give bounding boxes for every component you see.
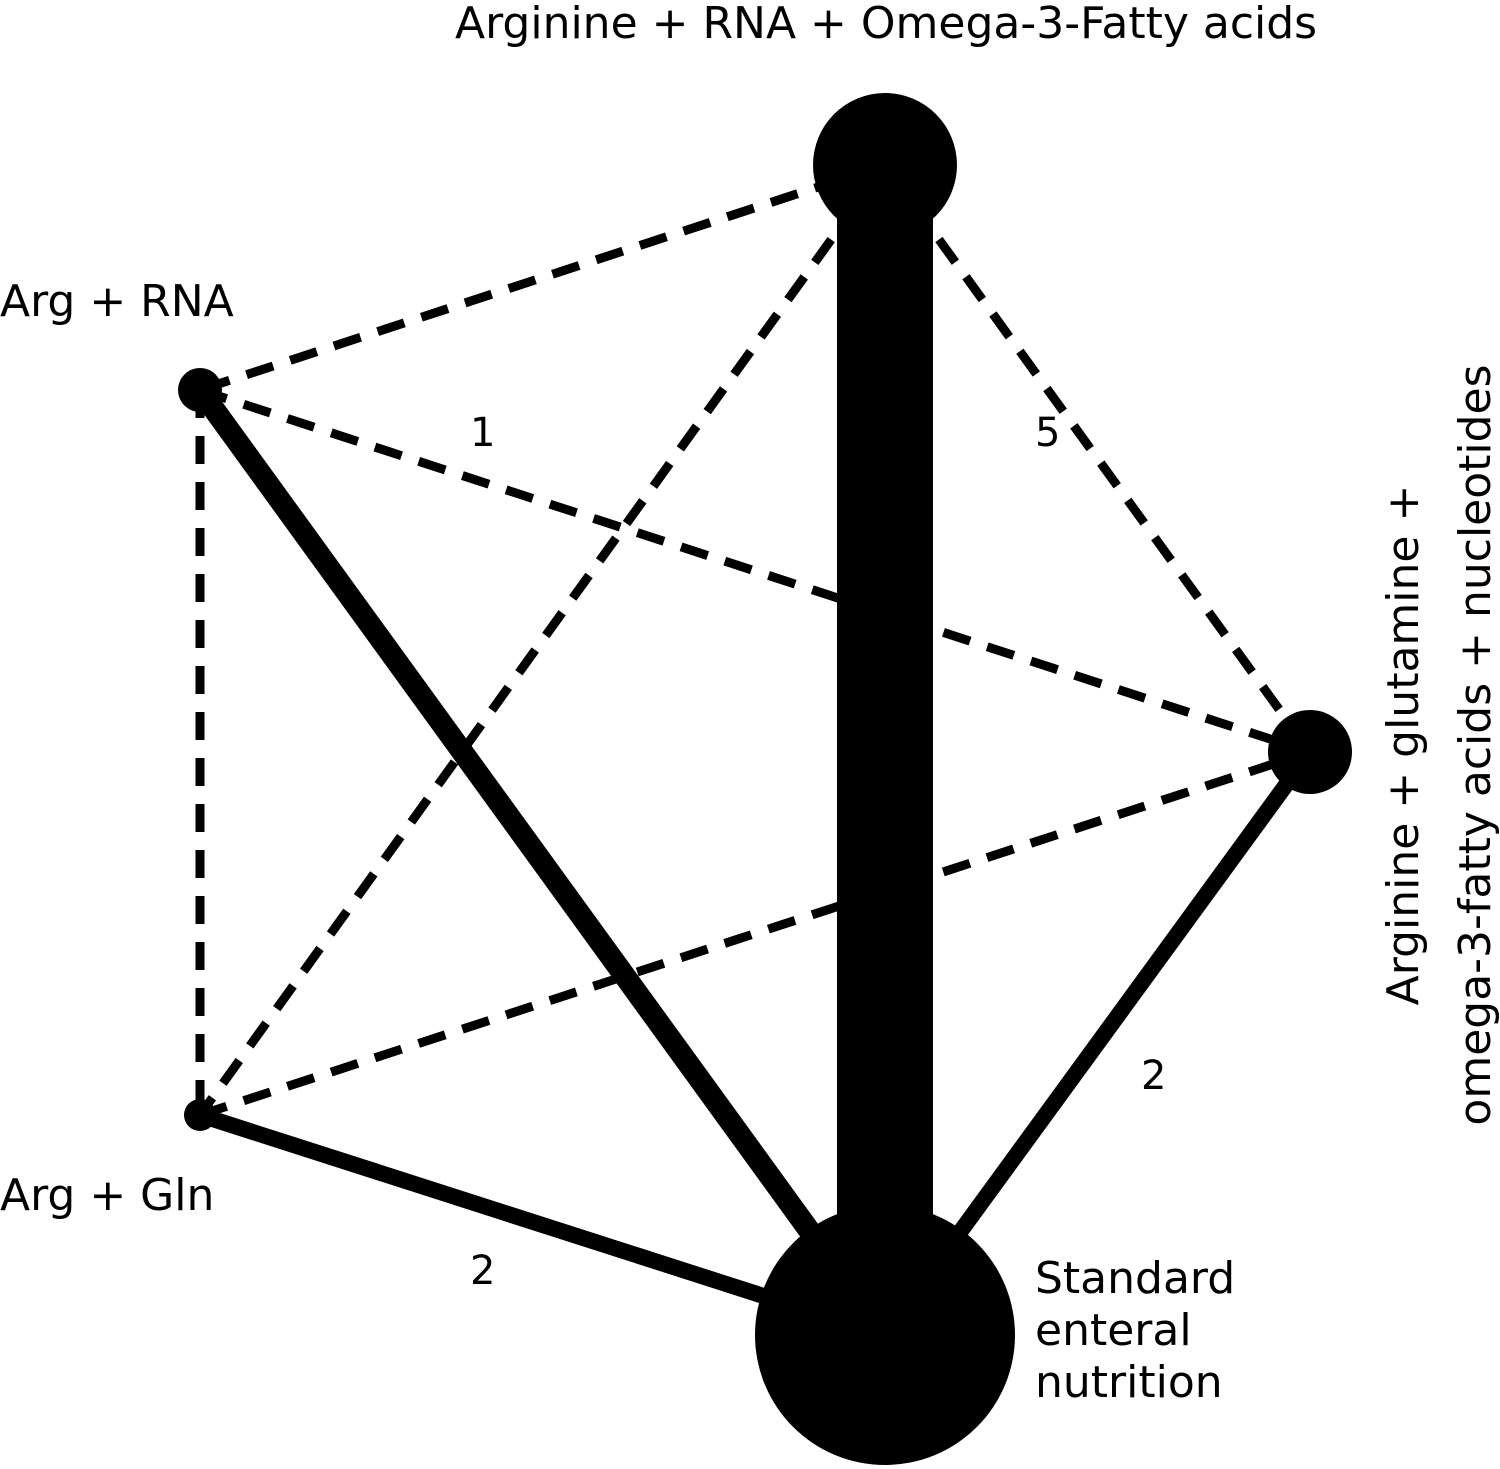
node-E bbox=[755, 1205, 1015, 1465]
node-B bbox=[178, 368, 222, 412]
node-label-arg-rna: Arg + RNA bbox=[0, 276, 234, 327]
edge-A-B bbox=[198, 160, 887, 395]
edge-A-C bbox=[196, 162, 889, 1118]
node-label-standard-enteral-nutrition: Standard enteral nutrition bbox=[1035, 1253, 1235, 1409]
edge-B-D bbox=[198, 385, 1312, 757]
edge-label: 1 bbox=[470, 410, 496, 456]
label-line: enteral bbox=[1035, 1305, 1192, 1356]
edge-label: 2 bbox=[1141, 1053, 1167, 1099]
node-label-arg-gln: Arg + Gln bbox=[0, 1170, 215, 1221]
label-line: omega-3-fatty acids + nucleotides bbox=[1450, 364, 1500, 1126]
edge-B-E bbox=[191, 383, 894, 1342]
node-C bbox=[184, 1099, 216, 1131]
node-D bbox=[1268, 710, 1352, 794]
node-A bbox=[813, 93, 957, 237]
edge-C-D bbox=[198, 747, 1312, 1120]
edge-label: 5 bbox=[1035, 410, 1061, 456]
label-line: Standard bbox=[1035, 1253, 1236, 1304]
node-label-arginine-rna-omega3: Arginine + RNA + Omega-3-Fatty acids bbox=[455, 0, 1318, 49]
node-label-arginine-glutamine-omega3-nucleotides: Arginine + glutamine + omega-3-fatty aci… bbox=[1368, 364, 1500, 1125]
label-line: Arginine + glutamine + bbox=[1378, 484, 1429, 1006]
label-line: nutrition bbox=[1035, 1357, 1223, 1408]
edge-A-D bbox=[881, 162, 1314, 755]
edge-label: 2 bbox=[470, 1248, 496, 1294]
